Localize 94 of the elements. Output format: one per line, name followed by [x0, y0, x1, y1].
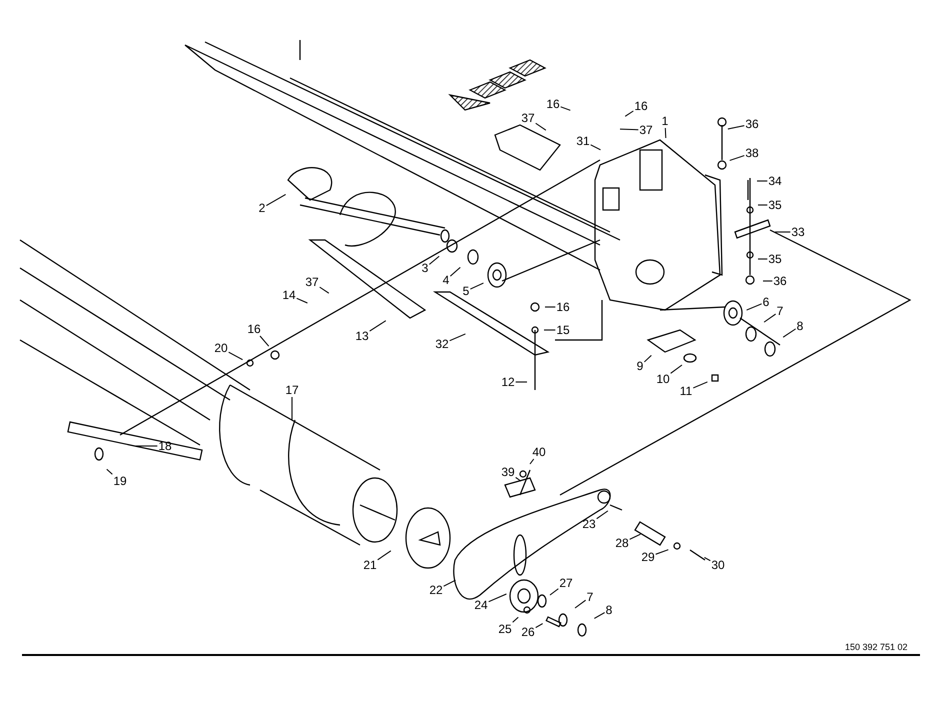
callout-number: 37	[520, 111, 536, 125]
callout-number: 17	[284, 383, 300, 397]
callout-number: 14	[281, 288, 297, 302]
leader-line	[369, 320, 386, 332]
leader-line	[443, 580, 456, 587]
leader-line	[377, 550, 392, 560]
leader-line	[550, 588, 559, 596]
callout-number: 22	[428, 583, 444, 597]
leader-line	[758, 258, 768, 260]
leader-line	[319, 286, 330, 294]
callout-number: 34	[767, 174, 783, 188]
callout-number: 40	[531, 445, 547, 459]
callout-number: 4	[442, 273, 450, 287]
leader-line	[535, 623, 544, 628]
leader-line	[488, 594, 507, 602]
callout-number: 26	[520, 625, 536, 639]
callout-number: 30	[710, 558, 726, 572]
leader-line	[260, 336, 270, 347]
callout-number: 1	[660, 114, 670, 128]
callout-number: 6	[762, 295, 770, 309]
callout-number: 13	[354, 329, 370, 343]
callout-number: 7	[776, 304, 784, 318]
callout-number: 7	[586, 590, 594, 604]
callout-number: 15	[555, 323, 571, 337]
callout-number: 31	[575, 134, 591, 148]
leader-line	[266, 194, 286, 206]
callout-number: 27	[558, 576, 574, 590]
callout-number: 18	[157, 439, 173, 453]
leader-line	[764, 314, 776, 323]
callout-number: 5	[462, 284, 470, 298]
leader-line	[758, 204, 768, 206]
callout-number: 16	[246, 322, 262, 336]
leader-line	[664, 128, 666, 138]
leader-line	[574, 600, 586, 609]
leader-line	[704, 556, 711, 562]
leader-line	[428, 256, 440, 265]
callout-number: 20	[213, 341, 229, 355]
callout-number: 8	[796, 319, 804, 333]
callout-number: 8	[604, 603, 614, 617]
leader-line	[228, 352, 244, 360]
callout-number: 21	[362, 558, 378, 572]
callout-number: 10	[655, 372, 671, 386]
drawing-number: 150 392 751 02	[845, 642, 908, 653]
leader-line	[629, 534, 641, 540]
callout-number: 38	[744, 146, 760, 160]
leader-line	[670, 364, 682, 374]
leader-line	[106, 468, 113, 475]
leader-line	[692, 381, 708, 388]
callout-number: 16	[633, 99, 649, 113]
leader-line	[296, 298, 308, 304]
leader-line	[596, 510, 608, 520]
leader-line	[544, 306, 556, 308]
leader-line	[762, 280, 773, 282]
callout-number: 36	[772, 274, 788, 288]
callout-number: 36	[744, 117, 760, 131]
leader-line	[624, 110, 634, 117]
leader-line	[746, 303, 762, 311]
callout-number: 23	[581, 517, 597, 531]
callout-number: 37	[304, 275, 320, 289]
leader-line	[756, 180, 768, 182]
callout-number: 16	[545, 97, 561, 111]
leader-line	[594, 612, 606, 619]
leader-line	[560, 106, 571, 111]
leader-line	[512, 616, 519, 623]
leader-line	[450, 266, 461, 277]
callout-number: 3	[420, 261, 430, 275]
callout-number: 19	[112, 474, 128, 488]
leader-line	[515, 476, 522, 482]
leader-line	[470, 282, 484, 290]
leader-line	[530, 458, 534, 464]
callout-number: 39	[500, 465, 516, 479]
leader-line	[782, 328, 796, 338]
callout-number: 11	[678, 384, 694, 398]
callout-number: 35	[767, 198, 783, 212]
leader-line	[590, 144, 602, 150]
callout-number: 28	[614, 536, 630, 550]
leader-line	[729, 155, 745, 161]
callout-number: 35	[767, 252, 783, 266]
callout-number: 24	[473, 598, 489, 612]
callout-number: 37	[638, 123, 654, 137]
callout-number: 16	[555, 300, 571, 314]
leader-line	[727, 125, 745, 130]
callout-number: 2	[258, 201, 266, 215]
callout-number: 12	[500, 375, 516, 389]
callout-number: 9	[636, 359, 644, 373]
leader-line	[644, 354, 652, 362]
leader-line	[655, 549, 669, 555]
callout-number: 25	[497, 622, 513, 636]
callout-number: 29	[640, 550, 656, 564]
leader-line	[449, 333, 466, 342]
callout-number: 32	[434, 337, 450, 351]
leader-line	[620, 128, 639, 130]
leader-line	[535, 122, 546, 131]
callout-number: 33	[790, 225, 806, 239]
